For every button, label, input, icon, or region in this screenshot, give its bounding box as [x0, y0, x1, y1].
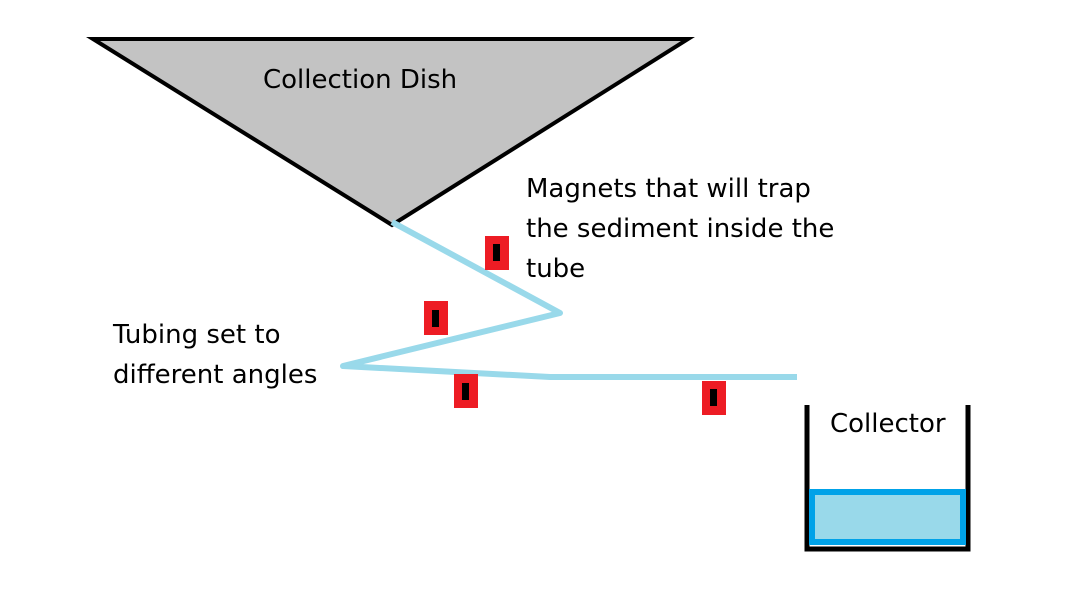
magnets-label-line: the sediment inside the	[526, 214, 835, 244]
tubing-label-line: Tubing set to	[113, 320, 281, 350]
collector-water	[809, 489, 966, 545]
magnet	[424, 301, 448, 335]
tubing-label-line: different angles	[113, 360, 318, 390]
magnets-label: Magnets that will trap the sediment insi…	[526, 169, 834, 289]
magnets-label-line: tube	[526, 254, 586, 284]
tubing-label: Tubing set to different angles	[113, 315, 317, 395]
magnet	[485, 236, 509, 270]
collection-dish	[85, 37, 695, 228]
collector-container	[804, 405, 971, 552]
magnet	[454, 374, 478, 408]
magnets-label-line: Magnets that will trap	[526, 174, 811, 204]
collector-label: Collector	[830, 409, 946, 439]
magnet	[702, 381, 726, 415]
collection-dish-label: Collection Dish	[263, 65, 458, 95]
tubing	[340, 219, 797, 380]
